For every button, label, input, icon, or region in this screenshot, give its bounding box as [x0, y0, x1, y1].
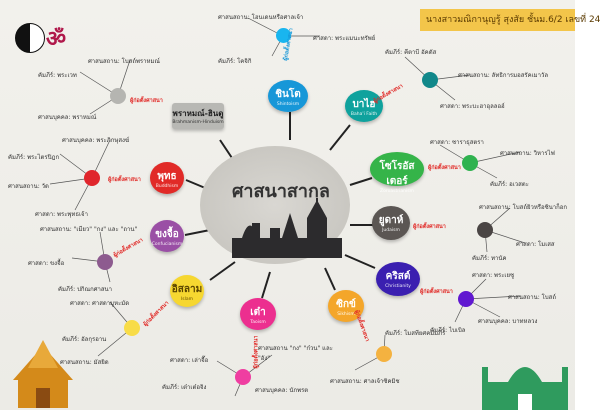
topic-buddhism[interactable]: พุทธ Buddhism [150, 162, 184, 194]
christ-place: ศาสนสถาน: โบสถ์ [508, 294, 556, 301]
shinto-prophet: ศาสดา: พระแมนะทรัพย์ [313, 35, 376, 42]
topic-subtitle: Sikhism [337, 312, 355, 317]
node-christ [458, 291, 474, 307]
judaism-founder-tag: ผู้ก่อตั้งศาสนา [413, 224, 446, 230]
baha-scripture: คัมภีร์: คีตาบี อัคดัส [385, 49, 437, 56]
topic-subtitle: Taoism [250, 320, 266, 325]
tao-place: ศาสนสถาน "กง" "ก๋วน" และ "อัง" [258, 345, 333, 362]
shinto-place: ศาสนสถาน: โฮนเดนหรือศาลเจ้า [218, 14, 304, 21]
temple-illustration [13, 340, 73, 408]
node-confucian [97, 254, 113, 270]
buddhism-scripture: คัมภีร์: พระไตรปิฎก [8, 154, 60, 161]
judaism-scripture: คัมภีร์: ทานัค [472, 255, 507, 262]
header-title: นางสาวมณิกานุญรู้ สุงสัย ชั้นม.6/2 เลขที… [426, 15, 600, 25]
node-judaism [477, 222, 493, 238]
topic-title: พราหมณ์-ฮินดู [172, 109, 224, 118]
tao-prophet: ศาสดา: เล่าจื๊อ [170, 357, 209, 364]
student-header: นางสาวมณิกานุญรู้ สุงสัย ชั้นม.6/2 เลขที… [420, 9, 600, 31]
node-baha [422, 72, 438, 88]
judaism-place: ศาสนสถาน: โบสถ์ยิวหรือซินาก็อก [479, 204, 568, 211]
tao-scripture: คัมภีร์: เต๋าเต๋อจิง [162, 384, 207, 391]
zoro-founder-tag: ผู้ก่อตั้งศาสนา [428, 165, 461, 171]
sikh-place: ศาสนสถาน: ศาลเจ้าซิคมิช [330, 378, 400, 385]
topic-christianity[interactable]: คริสต์ Christianity [376, 262, 420, 296]
islam-prophet: ศาสดา: ศาสดามูหะมัด [70, 300, 130, 307]
islam-scripture: คัมภีร์: อัลกุรอาน [62, 336, 107, 343]
confucian-place: ศาสนสถาน: "เมียว" "กง" และ "ถาน" [40, 226, 138, 233]
topic-title: ซิกข์ [336, 299, 356, 310]
topic-sikhism[interactable]: ซิกข์ Sikhism [328, 290, 364, 322]
topic-title: เต๋า [250, 307, 266, 318]
religious-buildings-illustration [232, 198, 342, 258]
topic-shinto[interactable]: ชินโต Shintoism [268, 80, 308, 112]
confucian-prophet: ศาสดา: ขงจื้อ [28, 260, 65, 267]
zoro-prophet: ศาสดา: ซาราธุสตรา [430, 139, 484, 146]
center-title: ศาสนาสากล [232, 181, 330, 202]
topic-subtitle: Christianity [385, 284, 411, 289]
topic-zoroastrianism[interactable]: โซโรอัสเตอร์ Zoroastrianism [370, 152, 424, 194]
topic-subtitle: Buddhism [155, 184, 179, 189]
topic-subtitle: Confucianism [151, 242, 183, 247]
buddhism-prophet: ศาสดา: พระพุทธเจ้า [35, 211, 88, 218]
yin-yang-icon [15, 23, 45, 53]
buddhism-place: ศาสนสถาน: วัด [8, 183, 49, 190]
node-sikh [376, 346, 392, 362]
brahmin-place: ศาสนสถาน: โบสถ์พราหมณ์ [88, 58, 160, 65]
confucian-scripture: คัมภีร์: ปกิณกศาสนา [58, 286, 113, 293]
topic-confucianism[interactable]: ขงจื้อ Confucianism [150, 220, 184, 252]
zoro-scripture: คัมภีร์: อเวสตะ [490, 181, 529, 188]
tao-clergy: ศาสนบุคคล: นักพรต [255, 387, 309, 394]
brahmin-scripture: คัมภีร์: พระเวท [38, 72, 77, 79]
topic-title: พุทธ [157, 171, 177, 182]
topic-taoism[interactable]: เต๋า Taoism [240, 298, 276, 330]
topic-judaism[interactable]: ยูดาห์ Judaism [372, 206, 410, 240]
topic-subtitle: Islam [180, 297, 194, 302]
node-zoro [462, 155, 478, 171]
brahmin-founder-tag: ผู้ก่อตั้งศาสนา [130, 98, 163, 104]
node-tao [235, 369, 251, 385]
topic-islam[interactable]: อิสลาม Islam [170, 275, 204, 307]
topic-title: ชินโต [275, 89, 301, 100]
topic-title: อิสลาม [171, 284, 203, 295]
node-buddhism [84, 170, 100, 186]
baha-place: ศาสนสถาน: ลัทธิการมอสรัคเมาวัล [458, 72, 549, 79]
buddhism-clergy: ศาสนบุคคล: พระภิกษุสงฆ์ [62, 137, 130, 144]
topic-subtitle: Brahmanism-Hinduism [172, 120, 224, 125]
node-brahmin [110, 88, 126, 104]
buddhism-founder-tag: ผู้ก่อตั้งศาสนา [108, 177, 141, 183]
islam-place: ศาสนสถาน: มัสยิด [60, 359, 109, 366]
topic-brahmanism[interactable]: พราหมณ์-ฮินดู Brahmanism-Hinduism [172, 103, 224, 129]
topic-title: ขงจื้อ [155, 229, 179, 240]
christ-scripture: คัมภีร์: ไบเบิล [430, 327, 466, 334]
topic-title: บาไฮ [352, 99, 376, 110]
christ-founder-tag: ผู้ก่อตั้งศาสนา [420, 289, 453, 295]
topic-baha[interactable]: บาไฮ Baha'i Faith [345, 90, 383, 122]
topic-title: คริสต์ [385, 271, 411, 282]
topic-subtitle: Shintoism [276, 102, 300, 107]
baha-prophet: ศาสดา: พระบะฮาอุลลอฮ์ [440, 103, 505, 110]
mosque-illustration [482, 367, 568, 410]
zoro-place: ศาสนสถาน: วิหารไฟ [500, 150, 555, 157]
topic-subtitle: Judaism [382, 228, 400, 233]
sikh-scripture: คัมภีร์: โมสทียศคมัมภีร์ [385, 330, 446, 337]
brahmin-clergy: ศาสนบุคคล: พราหมณ์ [38, 114, 97, 121]
topic-title: โซโรอัสเตอร์ [379, 161, 415, 187]
christ-clergy: ศาสนบุคคล: บาทหลวง [478, 318, 538, 325]
judaism-prophet: ศาสดา: โมเสส [516, 241, 555, 248]
topic-subtitle: Baha'i Faith [350, 112, 378, 117]
christ-prophet: ศาสดา: พระเยซู [472, 272, 515, 279]
shinto-scripture: คัมภีร์: โคจิกิ [218, 58, 252, 65]
om-symbol-icon: ॐ [46, 27, 67, 52]
node-islam [124, 320, 140, 336]
node-shinto [276, 28, 291, 43]
topic-title: ยูดาห์ [378, 215, 404, 226]
topic-subtitle: Zoroastrianism [380, 189, 414, 194]
